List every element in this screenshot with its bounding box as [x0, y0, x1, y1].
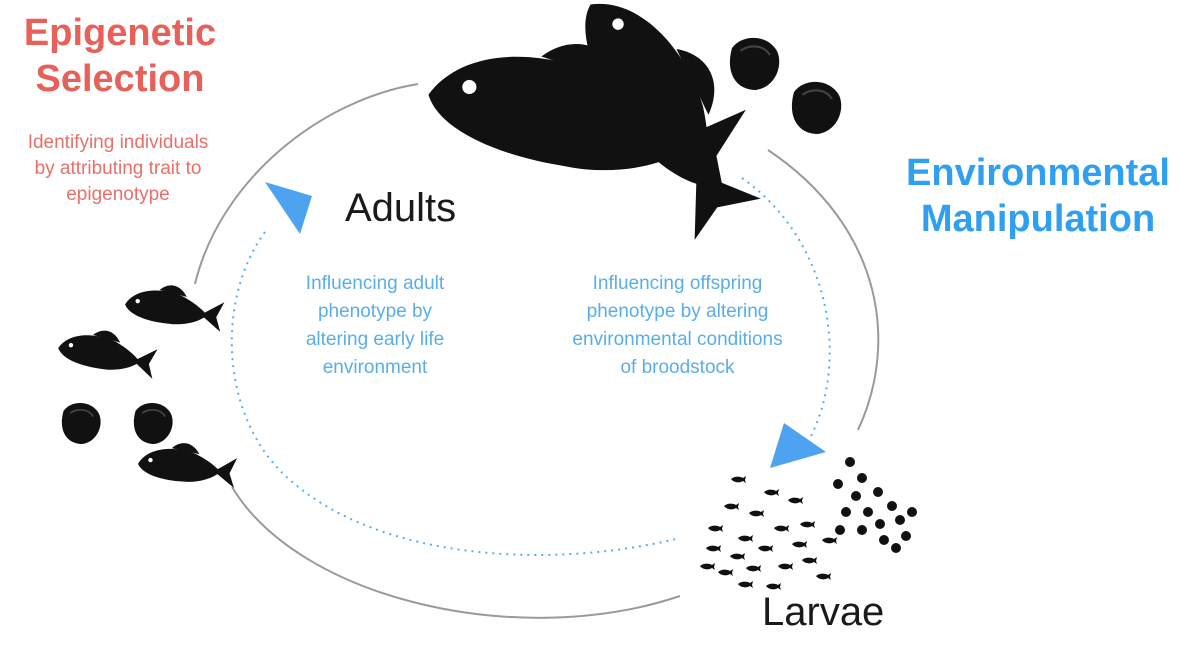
spat-dot [901, 531, 911, 541]
outer-cycle [194, 83, 880, 619]
right-arrow-description: Influencing offspring phenotype by alter… [540, 270, 815, 382]
oyster-icon [61, 402, 102, 445]
title-line: Selection [35, 58, 205, 100]
larva-shape [730, 553, 745, 560]
description-line: by attributing trait to [34, 158, 202, 179]
larva-shape [746, 565, 761, 572]
stage-label-larvae: Larvae [762, 590, 885, 634]
description-line: environmental conditions [572, 329, 783, 350]
larva-shape [738, 581, 753, 588]
left-arrow-description: Influencing adult phenotype by altering … [270, 270, 480, 382]
spat-dot [907, 507, 917, 517]
larva-shape [758, 545, 773, 552]
description-line: of broodstock [620, 357, 735, 378]
spat-dot [875, 519, 885, 529]
title-line: Epigenetic [23, 12, 217, 54]
epigenetic-selection-title: Epigenetic Selection [0, 10, 240, 102]
larva-shape [816, 573, 831, 580]
inner-cycle [230, 177, 831, 556]
spat-dot [887, 501, 897, 511]
spat-dot [895, 515, 905, 525]
larva-shape [764, 489, 779, 496]
larva-shape [800, 521, 815, 528]
spat-dot [857, 525, 867, 535]
arrow-head-left [265, 182, 312, 234]
larva-shape [766, 583, 781, 590]
larva-shape [788, 497, 803, 504]
stage-label-adults: Adults [345, 186, 457, 230]
larva-shape [706, 545, 721, 552]
description-line: phenotype by altering [586, 301, 769, 322]
oyster-icon [133, 402, 174, 445]
arrow-head-right [770, 423, 826, 468]
inner-arc-left [230, 231, 681, 556]
description-line: environment [322, 357, 428, 378]
larva-shape [774, 525, 789, 532]
larvae-icon [700, 457, 917, 590]
larva-shape [749, 510, 764, 517]
larva-shape [718, 569, 733, 576]
epigenetic-selection-description: Identifying individuals by attributing t… [0, 130, 236, 208]
spat-dot [891, 543, 901, 553]
description-line: phenotype by [317, 301, 433, 322]
larva-shape [700, 563, 715, 570]
outer-arc-right [767, 149, 880, 431]
environmental-manipulation-title: Environmental Manipulation [876, 150, 1200, 242]
description-line: Influencing offspring [592, 273, 763, 294]
spat-dot [879, 535, 889, 545]
description-line: Influencing adult [305, 273, 445, 294]
larva-shape [802, 557, 817, 564]
larva-shape [778, 563, 793, 570]
larva-shape [822, 537, 837, 544]
outer-arc-top-left [194, 83, 419, 285]
title-line: Environmental [906, 152, 1170, 194]
fish-icon [55, 322, 160, 379]
oyster-icon [728, 36, 781, 92]
fish-icon [123, 279, 226, 332]
spat-dot [851, 491, 861, 501]
description-line: Identifying individuals [27, 132, 209, 153]
description-line: epigenotype [66, 184, 170, 205]
oyster-icon [790, 80, 843, 136]
spat-dot [833, 479, 843, 489]
larva-shape [738, 535, 753, 542]
spat-dot [835, 525, 845, 535]
larva-shape [792, 541, 807, 548]
fish-icon [136, 438, 239, 488]
spat-dot [863, 507, 873, 517]
larva-shape [708, 525, 723, 532]
spat-dot [841, 507, 851, 517]
outer-arc-bottom [231, 486, 681, 619]
spat-dot [873, 487, 883, 497]
spat-dot [845, 457, 855, 467]
larva-shape [724, 503, 739, 510]
description-line: altering early life [305, 329, 445, 350]
spat-dot [857, 473, 867, 483]
title-line: Manipulation [920, 198, 1156, 240]
larva-shape [731, 476, 746, 483]
